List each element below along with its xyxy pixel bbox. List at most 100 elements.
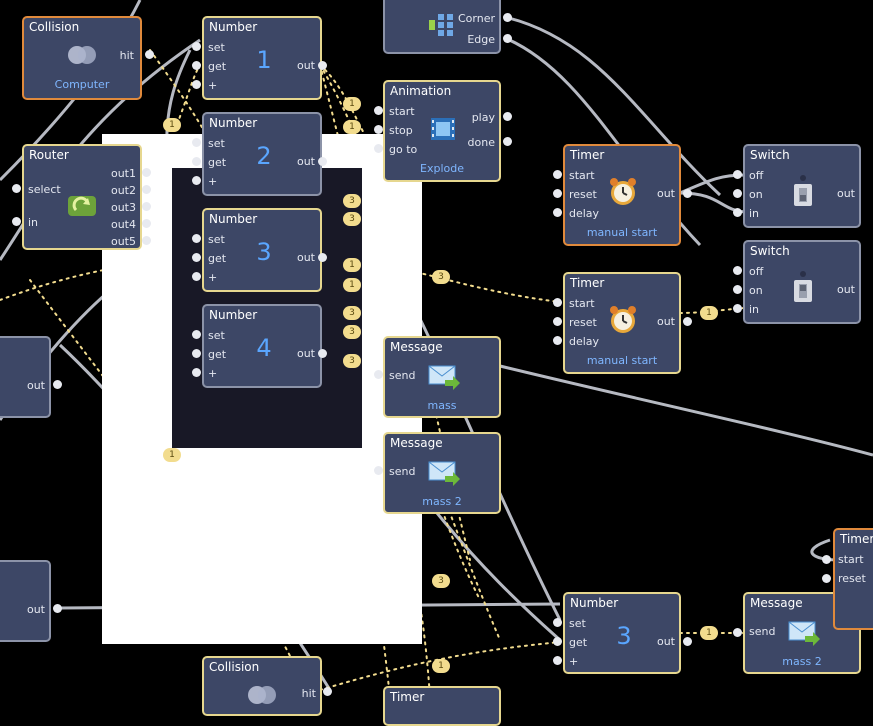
port-delay[interactable]: delay	[569, 335, 600, 348]
port-dot[interactable]	[733, 285, 742, 294]
port-send[interactable]: send	[389, 369, 416, 382]
port-dot[interactable]	[553, 618, 562, 627]
port-get[interactable]: get	[208, 348, 227, 361]
port-dot[interactable]	[683, 189, 692, 198]
port-out[interactable]: out	[656, 187, 675, 200]
port-play[interactable]: play	[471, 111, 495, 124]
port-get[interactable]: get	[208, 60, 227, 73]
port-reset[interactable]: reset	[838, 572, 866, 585]
animation-node[interactable]: Animation start stop go to play done Exp…	[383, 80, 501, 182]
port-plus[interactable]: +	[208, 271, 218, 284]
port-dot[interactable]	[142, 185, 151, 194]
port-dot[interactable]	[53, 380, 62, 389]
partial-node-left-bottom[interactable]: out	[0, 560, 51, 642]
port-dot[interactable]	[733, 304, 742, 313]
switch-node-1[interactable]: Switch off on in out	[743, 144, 861, 228]
port-go-to[interactable]: go to	[389, 143, 418, 156]
port-out3[interactable]: out3	[110, 201, 136, 214]
port-send[interactable]: send	[749, 625, 776, 638]
port-dot[interactable]	[192, 61, 201, 70]
collision-node[interactable]: Collision hit Computer	[22, 16, 142, 100]
port-out1[interactable]: out1	[110, 167, 136, 180]
port-out[interactable]: out	[836, 187, 855, 200]
message-node-2[interactable]: Message send mass 2	[383, 432, 501, 514]
port-on[interactable]: on	[749, 284, 763, 297]
number-node-3[interactable]: Number set get + 3 out	[202, 208, 322, 292]
port-dot[interactable]	[553, 637, 562, 646]
port-dot[interactable]	[145, 50, 154, 59]
port-dot[interactable]	[374, 370, 383, 379]
port-dot[interactable]	[192, 234, 201, 243]
port-dot[interactable]	[192, 176, 201, 185]
port-on[interactable]: on	[749, 188, 763, 201]
port-out[interactable]: out	[656, 635, 675, 648]
port-out[interactable]: out	[296, 155, 315, 168]
port-dot[interactable]	[318, 253, 327, 262]
port-out5[interactable]: out5	[110, 235, 136, 248]
port-edge[interactable]: Edge	[467, 33, 495, 46]
timer-node-1[interactable]: Timer start reset delay out manual start	[563, 144, 681, 246]
port-done[interactable]: done	[467, 136, 495, 149]
port-out[interactable]: out	[26, 603, 45, 616]
number-node-2[interactable]: Number set get + 2 out	[202, 112, 322, 196]
port-out[interactable]: out	[296, 59, 315, 72]
port-dot[interactable]	[553, 170, 562, 179]
port-off[interactable]: off	[749, 265, 764, 278]
port-out[interactable]: out	[656, 315, 675, 328]
port-dot[interactable]	[733, 170, 742, 179]
timer-node-right[interactable]: Timer start reset	[833, 528, 873, 630]
port-set[interactable]: set	[208, 137, 225, 150]
port-plus[interactable]: +	[208, 367, 218, 380]
port-dot[interactable]	[553, 317, 562, 326]
port-dot[interactable]	[683, 317, 692, 326]
port-dot[interactable]	[733, 628, 742, 637]
port-dot[interactable]	[822, 574, 831, 583]
port-dot[interactable]	[503, 137, 512, 146]
port-dot[interactable]	[318, 157, 327, 166]
port-dot[interactable]	[192, 253, 201, 262]
port-dot[interactable]	[192, 272, 201, 281]
port-dot[interactable]	[374, 144, 383, 153]
port-dot[interactable]	[142, 236, 151, 245]
port-dot[interactable]	[733, 208, 742, 217]
port-plus[interactable]: +	[208, 175, 218, 188]
port-get[interactable]: get	[208, 252, 227, 265]
port-dot[interactable]	[192, 330, 201, 339]
port-hit[interactable]: hit	[119, 49, 134, 62]
port-start[interactable]: start	[569, 169, 595, 182]
partial-node-left-mid[interactable]: out	[0, 336, 51, 418]
port-get[interactable]: get	[208, 156, 227, 169]
port-plus[interactable]: +	[569, 655, 579, 668]
port-in[interactable]: in	[749, 303, 760, 316]
port-dot[interactable]	[142, 219, 151, 228]
port-start[interactable]: start	[838, 553, 864, 566]
port-dot[interactable]	[503, 13, 512, 22]
port-dot[interactable]	[192, 349, 201, 358]
port-dot[interactable]	[822, 555, 831, 564]
port-set[interactable]: set	[208, 41, 225, 54]
port-dot[interactable]	[12, 217, 21, 226]
port-out4[interactable]: out4	[110, 218, 136, 231]
number-node-4[interactable]: Number set get + 4 out	[202, 304, 322, 388]
port-dot[interactable]	[53, 604, 62, 613]
router-node[interactable]: Router select in out1 out2 out3 out4 out…	[22, 144, 142, 250]
port-dot[interactable]	[192, 138, 201, 147]
port-dot[interactable]	[553, 208, 562, 217]
port-out2[interactable]: out2	[110, 184, 136, 197]
message-node-1[interactable]: Message send mass	[383, 336, 501, 418]
switch-node-2[interactable]: Switch off on in out	[743, 240, 861, 324]
port-delay[interactable]: delay	[569, 207, 600, 220]
port-stop[interactable]: stop	[389, 124, 413, 137]
port-dot[interactable]	[503, 112, 512, 121]
port-dot[interactable]	[374, 125, 383, 134]
message-node-bottom[interactable]: Message send mass 2	[743, 592, 861, 674]
port-in[interactable]: in	[28, 216, 39, 229]
port-start[interactable]: start	[569, 297, 595, 310]
port-dot[interactable]	[142, 202, 151, 211]
port-dot[interactable]	[192, 157, 201, 166]
port-set[interactable]: set	[569, 617, 586, 630]
port-start[interactable]: start	[389, 105, 415, 118]
port-out[interactable]: out	[836, 283, 855, 296]
port-dot[interactable]	[192, 368, 201, 377]
port-out[interactable]: out	[296, 251, 315, 264]
